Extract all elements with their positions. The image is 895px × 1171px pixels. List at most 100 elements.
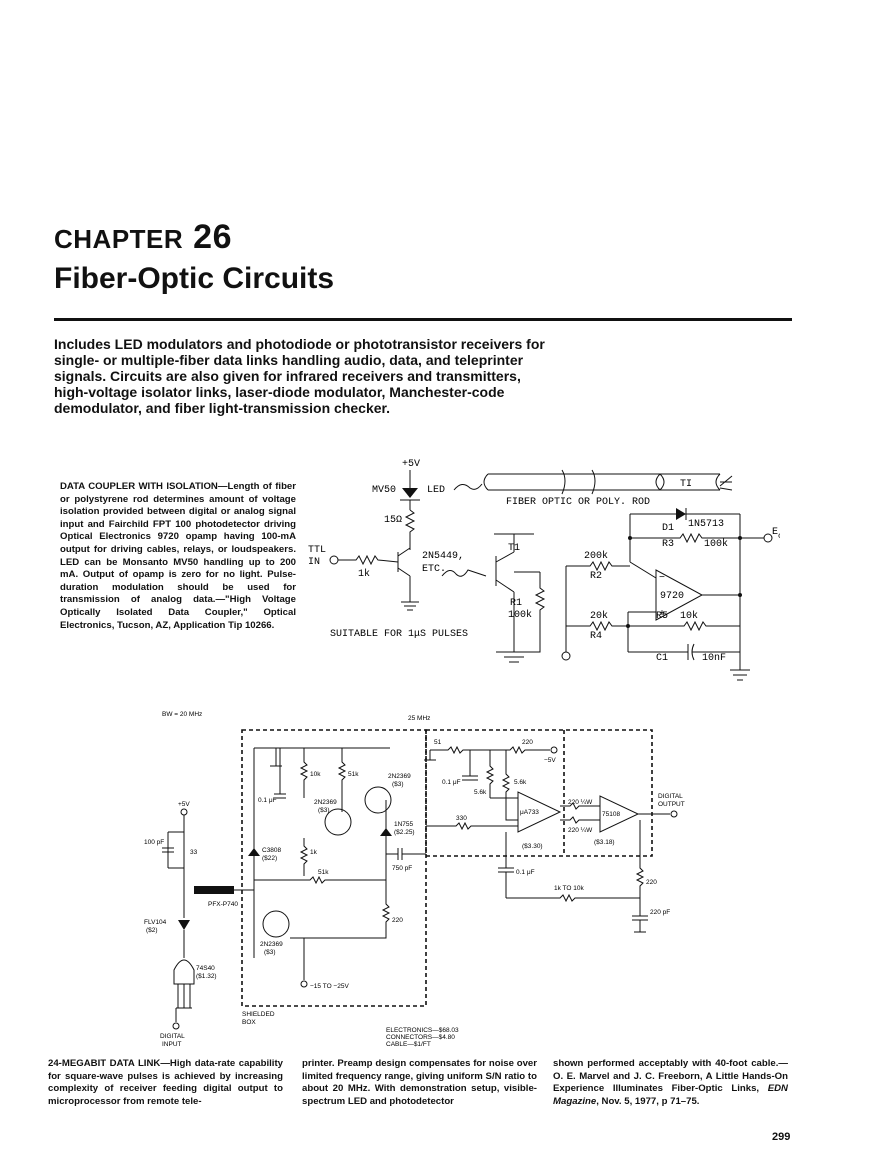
c2-shield2-label: BOX <box>242 1019 256 1026</box>
c2-r10k-label: 10k <box>310 771 321 778</box>
c1-opamp-plus: + <box>659 609 665 620</box>
circuit1-caption: DATA COUPLER WITH ISOLATION—Length of fi… <box>60 481 296 632</box>
transistor-q1 <box>364 786 392 814</box>
c2-zenerp-label: ($2.25) <box>394 829 415 836</box>
c2-c01c-label: 0.1 μF <box>516 869 535 876</box>
c1-r1k-label: 1k <box>358 568 370 580</box>
c1-fiber-label: FIBER OPTIC OR POLY. ROD <box>506 497 650 508</box>
c2-flv-label: FLV104 <box>144 919 167 926</box>
c2-bw-label: BW = 20 MHz <box>162 711 202 718</box>
c1-in-label: IN <box>308 557 320 568</box>
c2-flvp-label: ($2) <box>146 927 158 934</box>
c1-d1-part: 1N5713 <box>688 519 724 530</box>
c2-r56b-label: 5.6k <box>514 779 527 786</box>
c1-t1-fiber-label: TI <box>680 479 692 490</box>
c2-cost1-label: ELECTRONICS—$68.03 <box>386 1027 459 1034</box>
c2-r1k-label: 1k <box>310 849 318 856</box>
c2-u75108-label: 75108 <box>602 811 620 818</box>
ttl-input-terminal <box>329 555 339 565</box>
c2-r220a-label: 220 <box>522 739 533 746</box>
chapter-word: CHAPTER <box>54 224 184 254</box>
c2-neg5-label: −5V <box>544 757 556 764</box>
c1-opamp-minus: − <box>659 573 665 584</box>
c2-r51kb-label: 51k <box>318 869 329 876</box>
circuit1-caption-body: —Length of fiber or polystyrene rod dete… <box>60 481 296 631</box>
c2-r1k10k-label: 1k TO 10k <box>554 885 584 892</box>
c1-r4-label: R4 <box>590 631 602 642</box>
c1-suitable-label: SUITABLE FOR 1μS PULSES <box>330 629 468 640</box>
u75108-receiver <box>599 795 640 833</box>
c2-zener-label: 1N755 <box>394 821 414 828</box>
circuit2-caption-citation: , Nov. 5, 1977, p 71–75. <box>596 1095 700 1107</box>
data-coupler-schematic: +5V MV50 LED TI FIBER OPTIC OR POLY. ROD… <box>308 459 780 681</box>
c1-etc-label: ETC. <box>422 564 446 575</box>
c2-r56a-label: 5.6k <box>474 789 487 796</box>
light-arrow-2 <box>441 569 487 577</box>
c2-r330-label: 330 <box>456 815 467 822</box>
c2-digin1-label: DIGITAL <box>160 1033 185 1040</box>
data-link-schematic: BW = 20 MHz 25 MHz 51 220 −5V 0.1 μF 5.6… <box>144 711 685 1048</box>
c2-chipp-label: ($1.32) <box>196 973 217 980</box>
chapter-title: Fiber-Optic Circuits <box>54 262 335 295</box>
c2-digout2-label: OUTPUT <box>658 801 685 808</box>
led-symbol <box>402 488 418 498</box>
gate-74s40 <box>173 959 195 985</box>
circuit2-caption-col2: printer. Preamp design compensates for n… <box>302 1058 537 1107</box>
fiber-connector <box>194 886 234 894</box>
ground-terminal <box>561 651 571 661</box>
c2-chip-label: 74S40 <box>196 965 215 972</box>
c2-r220w1-label: 220 ¼W <box>568 799 593 806</box>
c1-res15-label: 15Ω <box>384 515 402 526</box>
c2-c3808p-label: ($22) <box>262 855 277 862</box>
c2-ua-label: μA733 <box>520 809 539 816</box>
page-number: 299 <box>772 1131 791 1143</box>
c2-q2-label: 2N2369 <box>314 799 337 806</box>
c2-digout-label: DIGITAL <box>658 793 683 800</box>
c1-r5-label: R5 <box>656 611 668 622</box>
shielded-box <box>241 729 427 1007</box>
eo-output-terminal <box>763 533 773 543</box>
c2-c220-label: 220 pF <box>650 909 670 916</box>
c2-q1p-label: ($3) <box>392 781 404 788</box>
chapter-number: 26 <box>193 218 232 256</box>
c1-c1-value: 10nF <box>702 653 726 664</box>
c1-r2-label: R2 <box>590 571 602 582</box>
c2-cost2-label: CONNECTORS—$4.80 <box>386 1034 455 1041</box>
chapter-intro: Includes LED modulators and photodiode o… <box>54 336 545 416</box>
c1-r3-value: 100k <box>704 538 728 550</box>
c2-pfx-label: PFX-P740 <box>208 901 238 908</box>
c1-r1-label: R1 <box>510 598 522 609</box>
circuit2-caption-text3: shown performed acceptably with 40-foot … <box>553 1058 788 1095</box>
c2-r220c-label: 220 <box>392 917 403 924</box>
c1-led-label: LED <box>427 485 445 496</box>
c1-r4-value: 20k <box>590 610 608 622</box>
c2-q2p-label: ($3) <box>318 807 330 814</box>
circuit1-caption-title: DATA COUPLER WITH ISOLATION <box>60 481 218 492</box>
c1-transistor-label: 2N5449, <box>422 551 464 562</box>
c1-led-part-label: MV50 <box>372 485 396 496</box>
c2-shield1-label: SHIELDED <box>242 1011 275 1018</box>
chapter-label: CHAPTER 26 <box>54 218 232 257</box>
light-arrow-1 <box>453 483 483 491</box>
c2-uap-label: ($3.30) <box>522 843 543 850</box>
ua733-amp <box>517 791 562 833</box>
c2-r51-label: 51 <box>434 739 442 746</box>
c1-opamp-label: 9720 <box>660 591 684 602</box>
c2-q3-label: 2N2369 <box>260 941 283 948</box>
c1-supply-label: +5V <box>402 459 420 470</box>
c2-u75108p-label: ($3.18) <box>594 839 615 846</box>
c1-c1-label: C1 <box>656 653 668 664</box>
preamp-box <box>425 729 653 857</box>
c1-r3-label: R3 <box>662 539 674 550</box>
circuit2-caption-text1: —High data-rate capability for square-wa… <box>48 1058 283 1107</box>
c2-c750-label: 750 pF <box>392 865 412 872</box>
transistor-q3 <box>262 910 290 938</box>
c2-c01-label: 0.1 μF <box>442 779 461 786</box>
c2-cost3-label: CABLE—$1/FT <box>386 1041 431 1048</box>
c1-eo-label: Eo <box>772 527 780 541</box>
photodiode-c3808 <box>248 848 260 856</box>
c2-pos5-label: +5V <box>178 801 190 808</box>
circuit2-caption-title: 24-MEGABIT DATA LINK <box>48 1058 161 1069</box>
transistor-q2 <box>324 808 352 836</box>
c2-mhz-label: 25 MHz <box>408 715 430 722</box>
